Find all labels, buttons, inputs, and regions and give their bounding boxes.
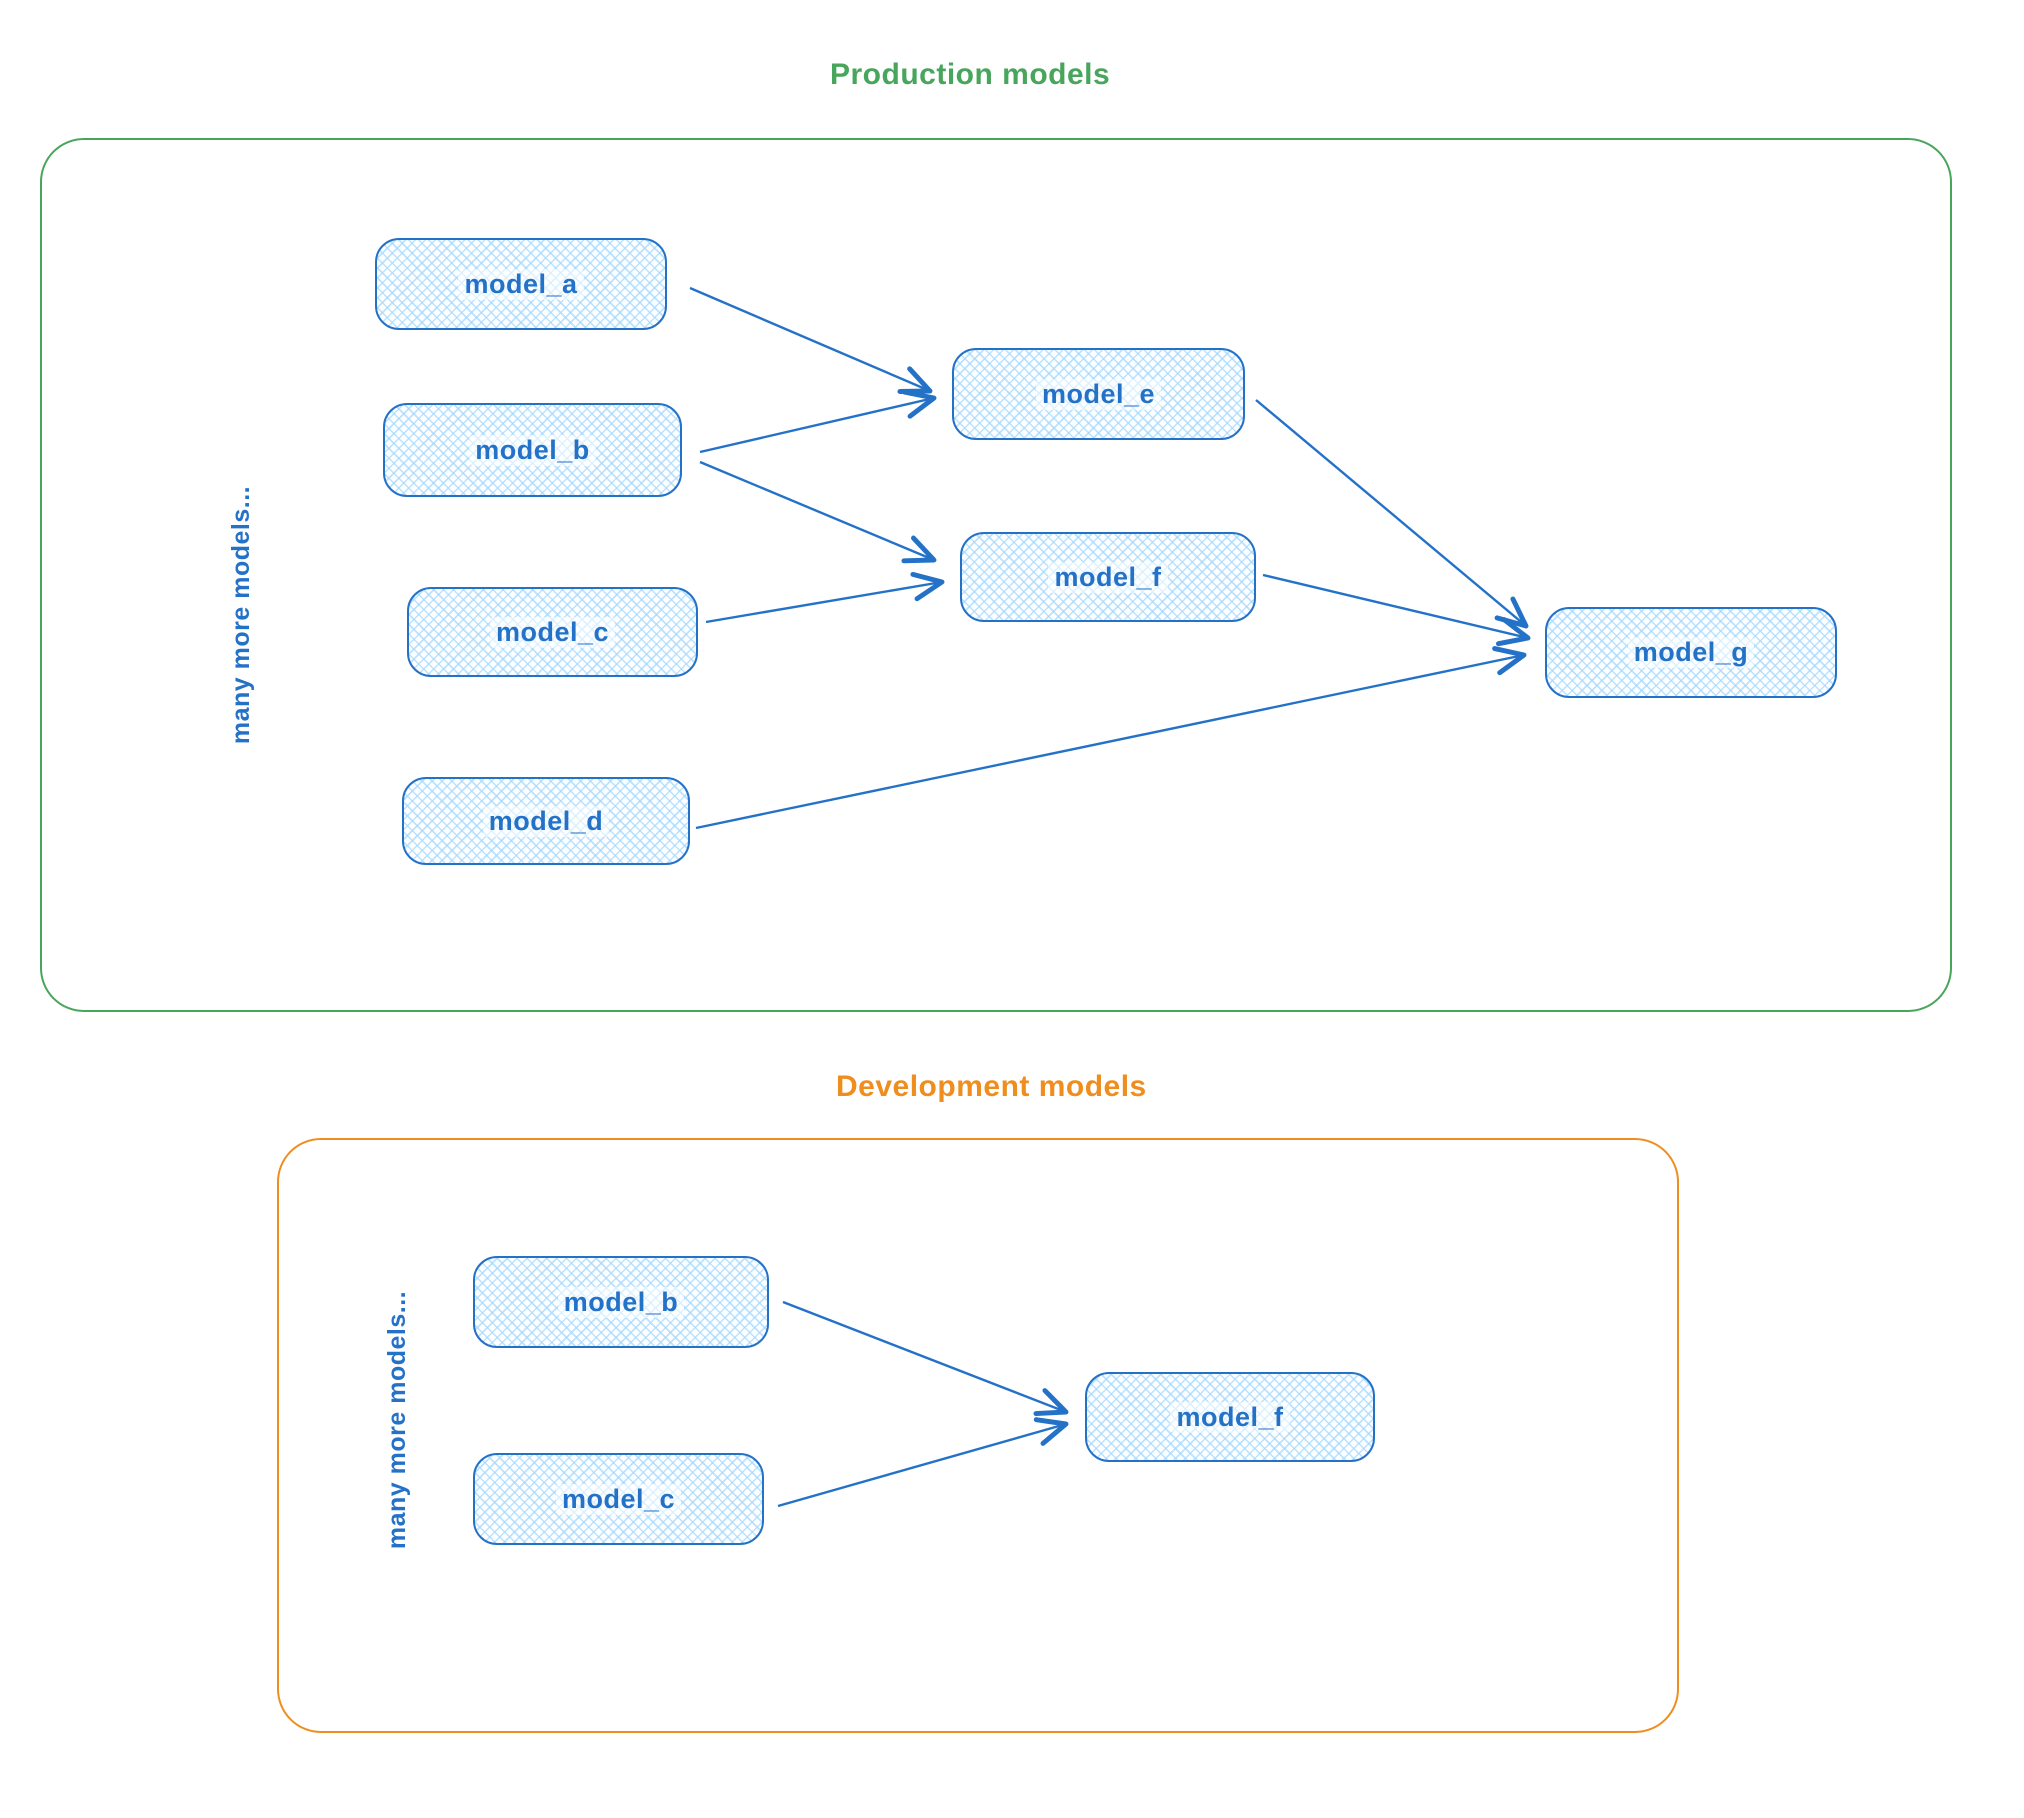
production-title[interactable]: Production models (830, 58, 1111, 91)
development-side-label[interactable]: many more models... (383, 1290, 411, 1550)
development-frame[interactable] (277, 1138, 1679, 1733)
node-development-model_b[interactable]: model_b (473, 1256, 769, 1348)
node-production-model_c[interactable]: model_c (407, 587, 698, 677)
node-label: model_f (1048, 561, 1168, 593)
node-production-model_f[interactable]: model_f (960, 532, 1256, 622)
node-production-model_a[interactable]: model_a (375, 238, 667, 330)
node-label: model_b (557, 1286, 685, 1318)
node-label: model_b (469, 434, 596, 466)
node-label: model_c (555, 1483, 682, 1515)
node-label: model_e (1035, 378, 1162, 410)
development-title[interactable]: Development models (836, 1070, 1147, 1103)
node-production-model_e[interactable]: model_e (952, 348, 1245, 440)
node-label: model_f (1170, 1401, 1290, 1433)
node-label: model_g (1627, 637, 1755, 668)
production-frame[interactable] (40, 138, 1952, 1012)
node-production-model_g[interactable]: model_g (1545, 607, 1837, 698)
node-development-model_f[interactable]: model_f (1085, 1372, 1375, 1462)
node-label: model_d (482, 805, 610, 837)
node-label: model_c (489, 616, 616, 648)
node-development-model_c[interactable]: model_c (473, 1453, 764, 1545)
node-production-model_b[interactable]: model_b (383, 403, 682, 497)
production-side-label[interactable]: many more models... (227, 485, 255, 745)
node-production-model_d[interactable]: model_d (402, 777, 690, 865)
node-label: model_a (458, 268, 584, 300)
